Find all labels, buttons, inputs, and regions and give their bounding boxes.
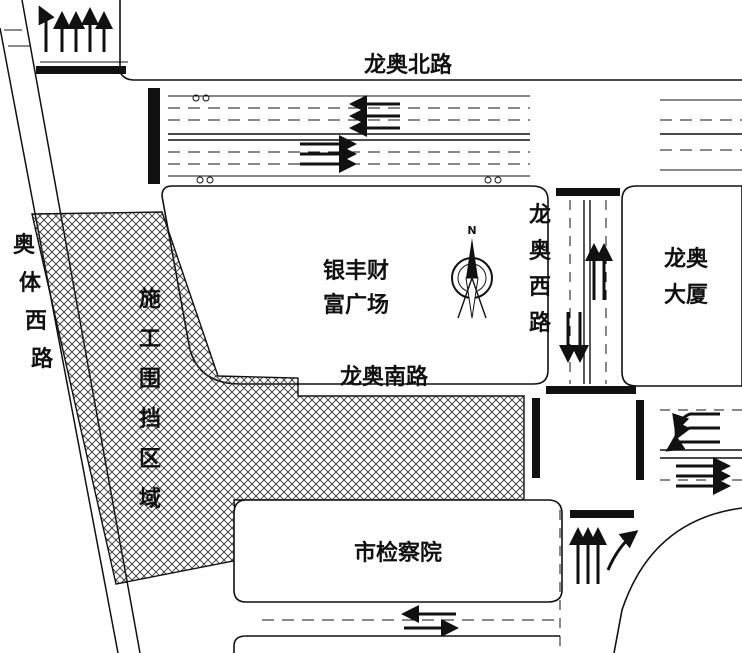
north-road-label: 龙奥北路 [364,52,453,78]
sports-west-char-3: 西 [25,309,47,334]
sports-west-char-2: 体 [19,271,42,296]
bottom-road-arrows [401,605,459,637]
sports-west-char-1: 奥 [13,232,36,258]
yinfeng-label-line1: 银丰财 [323,259,389,284]
bicycle-icon [192,94,502,184]
west-road-char-4: 路 [529,310,552,336]
north-arrow-icon [451,238,493,319]
procuratorate-block [233,499,563,603]
north-road-arrows-east [300,135,357,173]
west-road-char-1: 龙 [529,203,551,228]
curved-road-edge [613,507,742,653]
construction-char-2: 工 [139,327,161,352]
construction-zone [31,211,525,585]
west-road-arrows [559,243,613,363]
north-road-crosswalk [148,88,160,184]
compass-label: N [467,224,476,237]
longao-building [621,185,742,387]
south-road-crosswalk [532,398,540,478]
west-road-char-2: 奥 [529,238,552,264]
west-road-crosswalk-top [556,188,620,196]
south-road-label: 龙奥南路 [340,364,429,390]
construction-char-1: 施 [139,286,161,312]
east-road [660,409,742,481]
east-road-crosswalk [636,400,644,480]
construction-char-6: 域 [139,486,161,512]
north-road [119,0,742,177]
construction-char-5: 区 [139,447,161,472]
yinfeng-label-line2: 富广场 [323,292,389,318]
sports-west-char-4: 路 [31,346,54,372]
procuratorate-label: 市检察院 [354,540,442,566]
north-left-crosswalk [36,66,126,74]
east-road-arrows [665,412,731,495]
construction-char-3: 围 [139,367,161,392]
west-road-char-3: 西 [529,275,551,300]
north-road-arrows-west [349,95,400,137]
bottom-crosswalk [570,510,634,518]
longao-label-line2: 大厦 [664,283,708,308]
west-road-crosswalk-bottom [546,386,636,394]
longao-label-line1: 龙奥 [664,246,709,272]
construction-char-4: 挡 [139,407,161,432]
bottom-intersection-arrows [569,527,639,584]
west-road [569,200,607,384]
north-left-arrows [38,5,113,52]
